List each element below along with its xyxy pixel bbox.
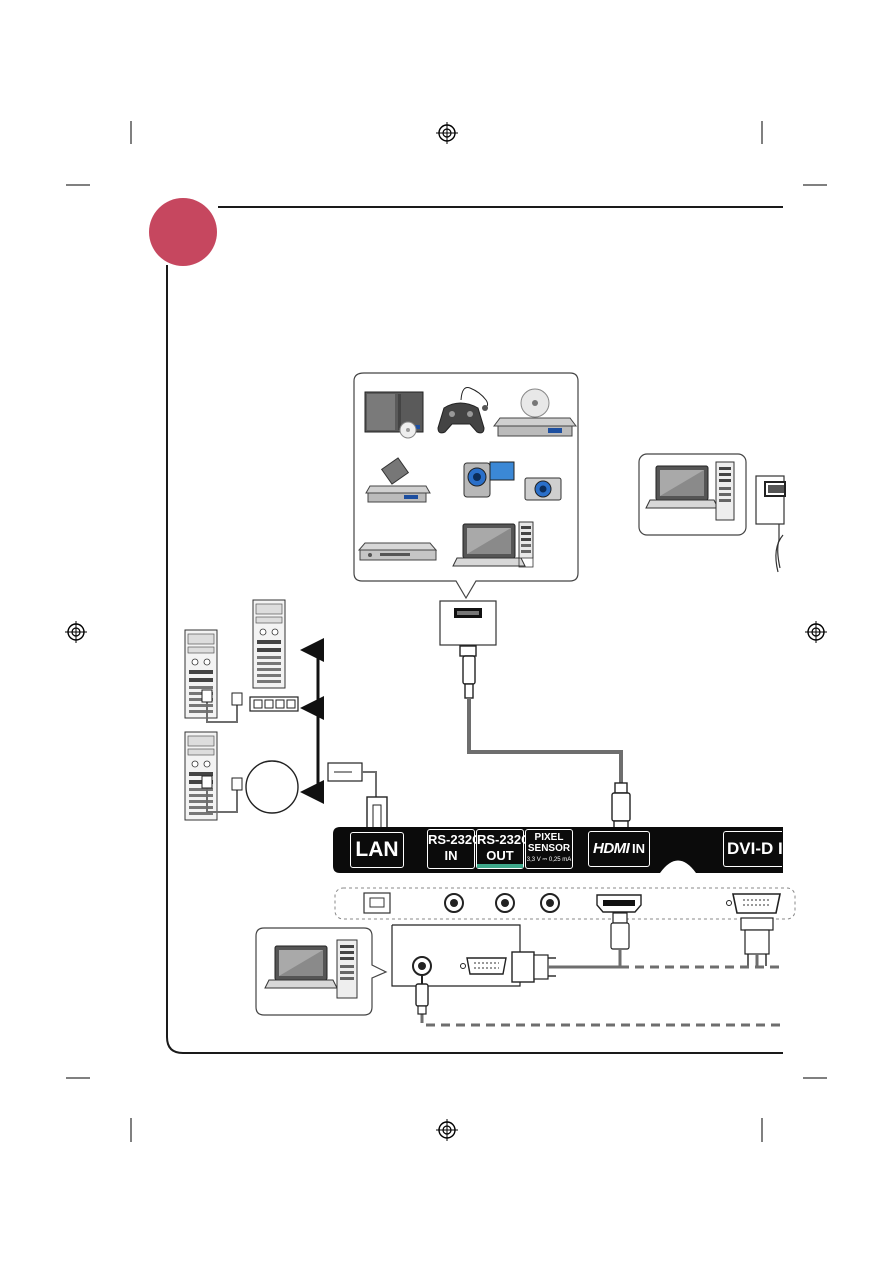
lan-label-box: LAN (350, 832, 404, 868)
network-cables (206, 700, 238, 813)
rs232c-in-label-line2: IN (444, 848, 458, 863)
pixel-sensor-label-line2: SENSOR (527, 843, 571, 854)
router-icon (245, 760, 299, 814)
lan-label: LAN (355, 838, 399, 861)
audio-plug (415, 975, 429, 1015)
network-switch-icon (249, 696, 299, 712)
network-arrows (300, 638, 324, 804)
pc-tower-middle (184, 629, 218, 719)
dvd-player-icon (493, 388, 577, 437)
pixel-sensor-label-box: PIXEL SENSOR 3,3 V ⎓ 0,25 mA (525, 829, 573, 869)
game-controller-icon (437, 387, 489, 434)
connector-panel (334, 887, 796, 920)
pixel-sensor-jack-icon (540, 893, 560, 913)
digital-camera-icon (524, 477, 562, 501)
pc-dvi-plug (511, 951, 556, 983)
dvi-source-callout (638, 453, 786, 573)
rs232c-out-label-line2: OUT (486, 848, 514, 863)
crop-marks (66, 121, 827, 1142)
pc-dvi-port-icon (460, 957, 507, 975)
camcorder-icon (463, 461, 515, 498)
dvi-jack-icon (726, 893, 781, 914)
lan-cable (327, 762, 388, 834)
dashed-cable-paths (420, 965, 783, 1027)
source-hdmi-port-box (439, 600, 497, 646)
rs232c-in-label-box: RS-232C IN (427, 829, 482, 869)
section-badge (149, 198, 217, 266)
section-frame (166, 206, 783, 1054)
av-receiver-icon (357, 542, 438, 561)
rs232c-out-jack-icon (495, 893, 515, 913)
dvi-d-in-label: DVI-D IN (727, 839, 782, 858)
pixel-sensor-label-line1: PIXEL (534, 832, 564, 843)
dvi-cable-lower (740, 917, 774, 967)
dvi-d-in-label-box: DVI-D IN (723, 831, 782, 867)
pc-port-box (391, 924, 521, 987)
registration-mark-icon (64, 620, 88, 644)
desktop-tower-icon (518, 521, 534, 568)
hdmi-in-label: IN (632, 841, 645, 856)
registration-mark-icon (435, 121, 459, 145)
lan-jack-icon (363, 892, 391, 914)
hdmi-logo: HDMI (593, 840, 630, 857)
hdmi-cable (459, 645, 631, 832)
hdmi-jack-icon (596, 894, 642, 913)
hdmi-cable-lower (610, 912, 630, 967)
rs232c-in-jack-icon (444, 893, 464, 913)
registration-mark-icon (804, 620, 828, 644)
set-top-box-icon (365, 457, 431, 503)
rs232c-in-label-line1: RS-232C (428, 832, 482, 847)
rs232c-out-label-box: RS-232C OUT (476, 829, 531, 869)
rs232c-out-underline (477, 864, 523, 868)
laptop-icon (452, 523, 526, 567)
audio-out-jack-icon (412, 956, 432, 976)
pixel-sensor-spec: 3,3 V ⎓ 0,25 mA (526, 857, 572, 863)
rs232c-out-label-line1: RS-232C (477, 832, 531, 847)
registration-mark-icon (435, 1118, 459, 1142)
hdmi-in-label-box: HDMI IN (588, 831, 650, 867)
pc-callout (255, 927, 388, 1016)
blu-ray-player-icon (364, 391, 424, 439)
pc-tower-top (252, 599, 286, 689)
